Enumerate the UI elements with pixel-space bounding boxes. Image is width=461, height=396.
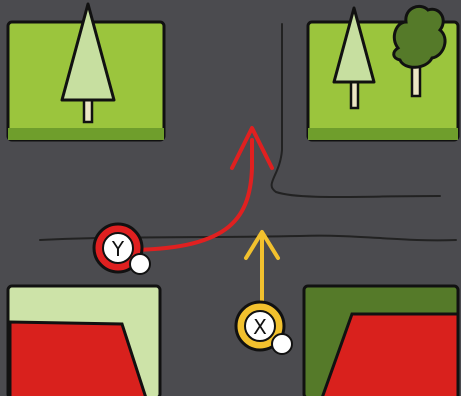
red-field [321, 312, 460, 396]
vehicle-y-marker: Y [92, 222, 151, 275]
vehicle-path-x [244, 230, 280, 306]
grass-block-top-right [306, 5, 460, 142]
vehicle-y-label: Y [111, 237, 125, 261]
vehicle-path-y [122, 126, 274, 252]
red-field [8, 320, 147, 396]
grass-block-bottom-left [6, 284, 162, 396]
vehicle-x-badge [271, 333, 293, 355]
conifer-tree-icon [60, 2, 116, 124]
conifer-tree-icon [332, 6, 376, 110]
grass-block-top-left [6, 2, 166, 142]
grass-block-bottom-right [302, 284, 460, 396]
vehicle-y-badge [129, 253, 151, 275]
deciduous-tree-icon [392, 5, 447, 98]
vehicle-x-marker: X [234, 300, 293, 355]
vehicle-x-label: X [253, 315, 267, 339]
